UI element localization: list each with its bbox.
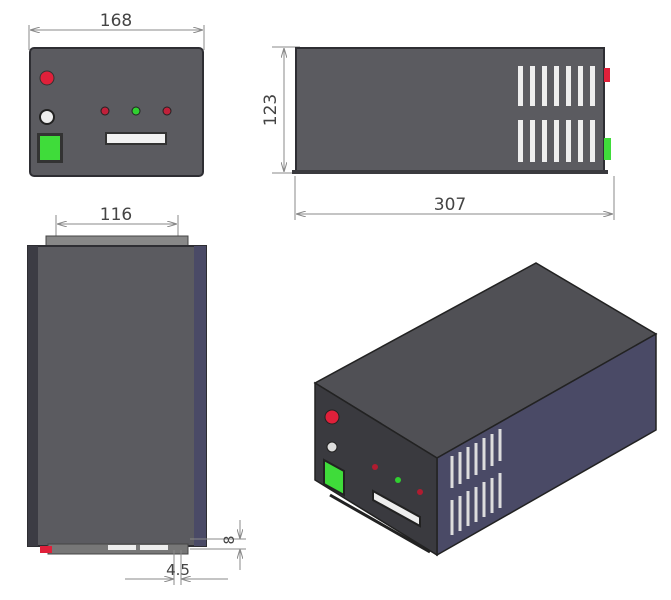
dim-foot-offset: 4.5	[166, 561, 190, 579]
power-switch-icon	[40, 136, 60, 160]
led-green-icon	[131, 106, 141, 116]
red-button-icon	[39, 70, 55, 86]
led-red-icon	[100, 106, 110, 116]
dim-foot-height: 8	[222, 536, 238, 545]
front-view: 168	[28, 11, 205, 177]
connector-icon	[105, 132, 167, 145]
side-view: 123 307	[261, 46, 615, 220]
dim-flange-width: 116	[100, 205, 132, 225]
isometric-view	[313, 262, 658, 557]
dim-front-width: 168	[100, 11, 132, 31]
led-red-icon	[162, 106, 172, 116]
key-switch-icon	[39, 109, 55, 125]
dim-side-length: 307	[434, 195, 466, 215]
dim-side-height: 123	[261, 94, 281, 126]
top-view: 116 8 4.5	[27, 205, 246, 585]
